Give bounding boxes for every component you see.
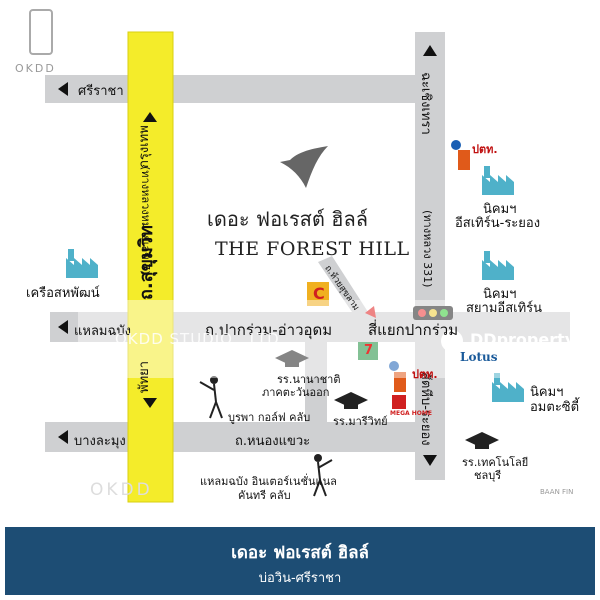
project-name-english: THE FOREST HILL bbox=[215, 238, 410, 260]
ptt-icon bbox=[389, 361, 406, 392]
label-golf-laem-2: คันทรี คลับ bbox=[238, 489, 291, 502]
forest-hill-logo bbox=[280, 146, 328, 188]
mega-home-icon bbox=[392, 395, 406, 409]
label-ie-east-1: นิคมฯ bbox=[483, 202, 517, 217]
label-ptt: ปตท. bbox=[472, 143, 498, 156]
label-hw7: (ทางหลวงหมายเลข 7) bbox=[139, 166, 152, 275]
label-ptt-2: ปตท. bbox=[412, 368, 438, 381]
label-school-mari: รร.มารีวิทย์ bbox=[333, 415, 388, 428]
label-laemchabang: แหลมฉบัง bbox=[74, 324, 131, 339]
arrow-banglamung bbox=[58, 430, 68, 444]
label-nongkhae: ถ.หนองแขวะ bbox=[235, 434, 311, 449]
map-canvas: OKDD เดอะ ฟอเรสต์ ฮิลล์ THE FOREST HILL … bbox=[15, 9, 600, 503]
label-school-east-2: ภาคตะวันออก bbox=[262, 386, 330, 399]
ddproperty-label: DDproperty bbox=[470, 330, 576, 349]
road-side-soi bbox=[318, 256, 368, 312]
ptt-icon bbox=[451, 140, 470, 170]
road-331 bbox=[415, 32, 445, 480]
label-lotus: Lotus bbox=[460, 350, 498, 364]
seven-eleven-icon bbox=[358, 342, 378, 360]
factory-icon bbox=[492, 373, 524, 402]
label-ie-amata-1: นิคมฯ bbox=[530, 385, 564, 400]
label-pulp: เครือสหพัฒน์ bbox=[26, 286, 100, 301]
label-banglamung: บางละมุง bbox=[74, 434, 126, 449]
highway-7 bbox=[127, 31, 174, 503]
okdd-logo-icon bbox=[29, 9, 53, 55]
arrow-laemchabang bbox=[58, 320, 68, 334]
arrow-sattahip bbox=[423, 455, 437, 466]
label-school-tech-1: รร.เทคโนโลยี bbox=[462, 456, 529, 469]
footer: เดอะ ฟอเรสต์ ฮิลล์ บ่อวิน-ศรีราชา bbox=[0, 525, 600, 600]
label-school-tech-2: ชลบุรี bbox=[474, 469, 502, 482]
label-sattahip: สัตหีบ-ระยอง bbox=[418, 372, 433, 446]
label-ie-east-2: อีสเทิร์น-ระยอง bbox=[455, 216, 541, 231]
road-nongkhae bbox=[45, 422, 445, 452]
arrow-pattaya bbox=[143, 398, 157, 408]
arrow-sriracha bbox=[58, 82, 68, 96]
factory-icon bbox=[482, 166, 514, 195]
credit-baanfin: BAAN FIN bbox=[540, 488, 574, 496]
road-sriracha bbox=[45, 75, 445, 103]
project-name-thai: เดอะ ฟอเรสต์ ฮิลล์ bbox=[207, 207, 368, 231]
label-hw331: (ทางหลวง 331) bbox=[421, 210, 434, 288]
factory-icon bbox=[66, 249, 98, 278]
label-ie-siam-1: นิคมฯ bbox=[483, 287, 517, 302]
label-ie-siam-2: สยามอีสเทิร์น bbox=[466, 301, 543, 316]
arrow-krungthep bbox=[143, 112, 157, 122]
okdd-brand: OKDD bbox=[15, 62, 56, 75]
label-school-east-1: รร.นานาชาติ bbox=[277, 373, 341, 386]
footer-band: เดอะ ฟอเรสต์ ฮิลล์ บ่อวิน-ศรีราชา bbox=[5, 527, 595, 595]
label-mega-home: MEGA HOME bbox=[390, 410, 432, 417]
footer-title: เดอะ ฟอเรสต์ ฮิลล์ bbox=[231, 543, 369, 563]
road-connector bbox=[305, 342, 327, 424]
watermark-okdd-bottom: OKDD bbox=[90, 480, 153, 500]
school-icon bbox=[334, 392, 368, 409]
ddproperty-logo-icon bbox=[441, 330, 463, 352]
label-intersection: สี่แยกปากร่วม bbox=[368, 321, 459, 339]
c-shop-icon bbox=[307, 282, 329, 306]
label-ie-amata-2: อมตะซิตี้ bbox=[530, 400, 580, 415]
label-c-shop: C bbox=[313, 284, 325, 303]
road-layer bbox=[29, 9, 600, 503]
arrow-chachoengsao bbox=[423, 45, 437, 56]
label-seven: 7 bbox=[364, 343, 374, 358]
project-pin-icon bbox=[365, 306, 376, 318]
school-icon bbox=[275, 350, 309, 367]
golfer-icon bbox=[313, 454, 333, 497]
label-krungthep: กรุงเทพ bbox=[137, 125, 152, 168]
school-icon bbox=[465, 432, 499, 449]
label-golf-burapha: บูรพา กอล์ฟ คลับ bbox=[228, 411, 311, 424]
footer-subtitle: บ่อวิน-ศรีราชา bbox=[258, 571, 342, 586]
watermark-studio: OKDD STUDIO., LTD. bbox=[115, 330, 286, 348]
watermark-band bbox=[78, 300, 600, 378]
factory-icon bbox=[482, 251, 514, 280]
label-main-road: ถ.ปากร่วม-อ่าวอุดม bbox=[205, 321, 333, 339]
label-pattaya: พัทยา bbox=[137, 360, 152, 393]
golfer-icon bbox=[199, 376, 223, 419]
label-golf-laem-1: แหลมฉบัง อินเตอร์เนชั่นแนล bbox=[200, 475, 337, 488]
label-chachoengsao: ฉะเชิงเทรา bbox=[418, 72, 433, 135]
label-sriracha: ศรีราชา bbox=[78, 84, 124, 99]
